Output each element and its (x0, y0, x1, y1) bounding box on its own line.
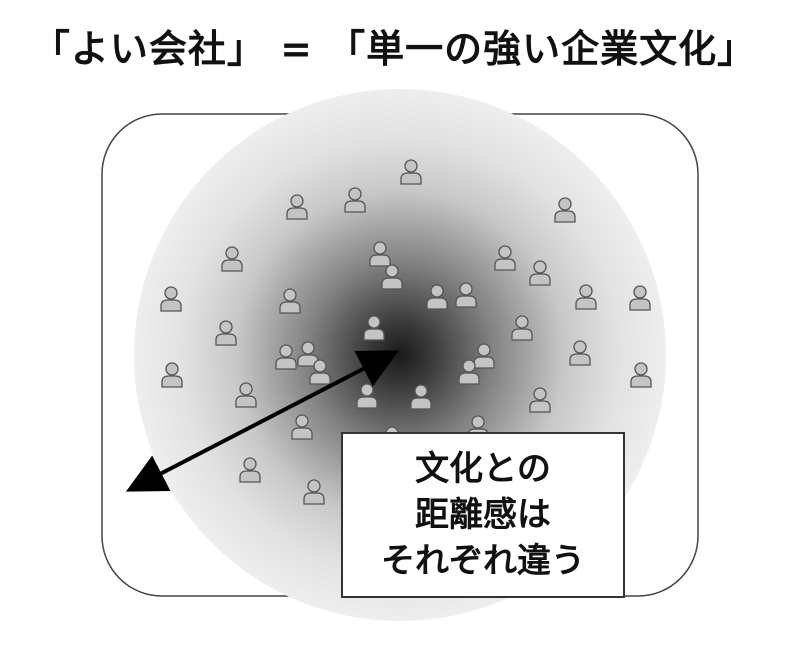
person-icon (455, 282, 477, 308)
person-icon (426, 284, 448, 310)
callout-line-3: それぞれ違う (381, 541, 585, 581)
callout-line-1: 文化との (415, 449, 551, 489)
person-icon (569, 340, 591, 366)
person-icon (630, 362, 652, 388)
person-icon (279, 288, 301, 314)
person-icon (511, 315, 533, 341)
person-icon (629, 285, 651, 311)
person-icon (363, 315, 385, 341)
callout-box: 文化との 距離感は それぞれ違う (341, 432, 625, 598)
person-icon (473, 343, 495, 369)
callout-line-2: 距離感は (415, 495, 551, 535)
person-icon (221, 246, 243, 272)
person-icon (160, 286, 182, 312)
person-icon (458, 359, 480, 385)
person-icon (410, 384, 432, 410)
person-icon (369, 241, 391, 267)
person-icon (529, 387, 551, 413)
page-title: 「よい会社」 = 「単一の強い企業文化」 (31, 27, 757, 71)
person-icon (575, 284, 597, 310)
person-icon (344, 187, 366, 213)
person-icon (554, 197, 576, 223)
person-icon (494, 245, 516, 271)
person-icon (215, 320, 237, 346)
person-icon (529, 260, 551, 286)
distance-arrow (125, 350, 400, 492)
person-icon (400, 159, 422, 185)
person-icon (286, 194, 308, 220)
person-icon (381, 264, 403, 290)
